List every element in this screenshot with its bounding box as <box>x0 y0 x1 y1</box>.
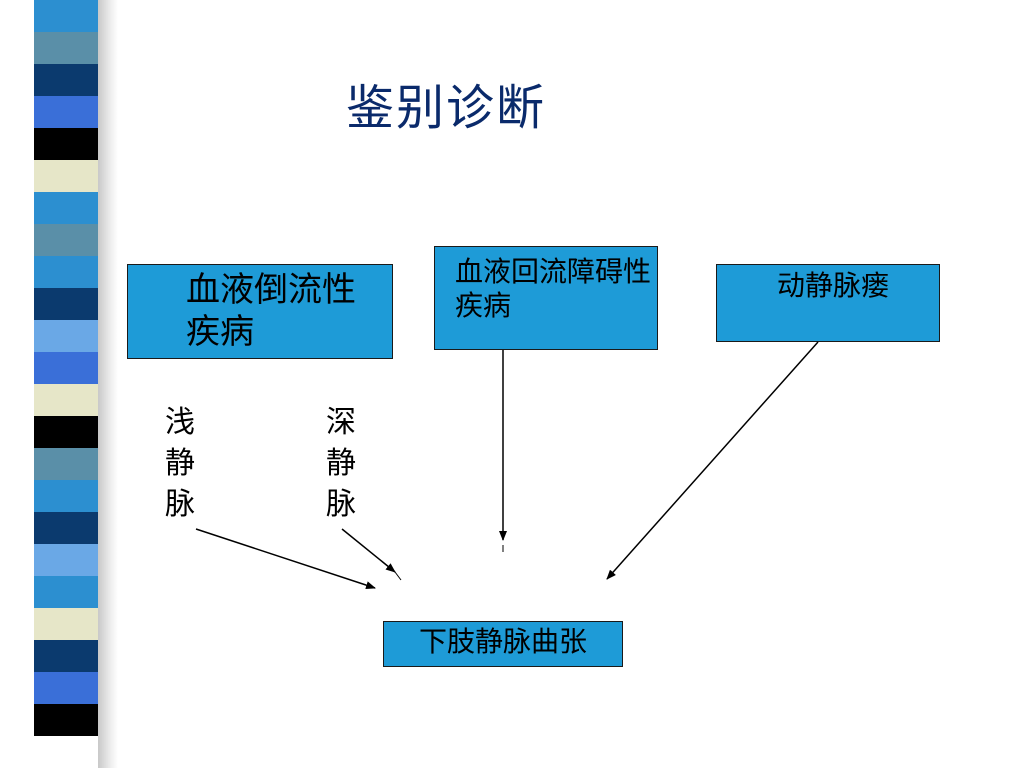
box-obstruction-disease: 血液回流障碍性疾病 <box>434 246 658 350</box>
stripe-segment <box>34 320 98 352</box>
stripe-segment <box>34 736 98 768</box>
stripe-segment <box>34 704 98 736</box>
arrow-deep-tail <box>394 571 402 581</box>
stripe-segment <box>34 608 98 640</box>
arrow-avf <box>606 341 819 580</box>
stripe-segment <box>34 160 98 192</box>
decorative-stripe-bar <box>34 0 98 768</box>
stripe-segment <box>34 352 98 384</box>
stripe-segment <box>34 576 98 608</box>
arrow-deep <box>341 528 396 573</box>
slide-title: 鉴别诊断 <box>346 80 547 136</box>
stripe-segment <box>34 416 98 448</box>
arrow-superficial <box>195 528 376 589</box>
stripe-segment <box>34 64 98 96</box>
stripe-segment <box>34 128 98 160</box>
box-varicose-veins: 下肢静脉曲张 <box>383 621 623 667</box>
box-av-fistula: 动静脉瘘 <box>716 264 940 342</box>
label-superficial-vein: 浅 静 脉 <box>165 405 195 522</box>
stripe-segment <box>34 256 98 288</box>
stripe-segment <box>34 448 98 480</box>
stripe-segment <box>34 672 98 704</box>
stripe-segment <box>34 512 98 544</box>
stripe-segment <box>34 192 98 224</box>
stripe-segment <box>34 480 98 512</box>
stripe-segment <box>34 544 98 576</box>
stripe-shadow <box>98 0 118 768</box>
stripe-segment <box>34 224 98 256</box>
label-deep-vein: 深 静 脉 <box>326 405 356 522</box>
stripe-segment <box>34 288 98 320</box>
stripe-segment <box>34 0 98 32</box>
stripe-segment <box>34 640 98 672</box>
stripe-segment <box>34 96 98 128</box>
stripe-segment <box>34 32 98 64</box>
stripe-segment <box>34 384 98 416</box>
box-reflux-disease: 血液倒流性疾病 <box>127 264 393 359</box>
